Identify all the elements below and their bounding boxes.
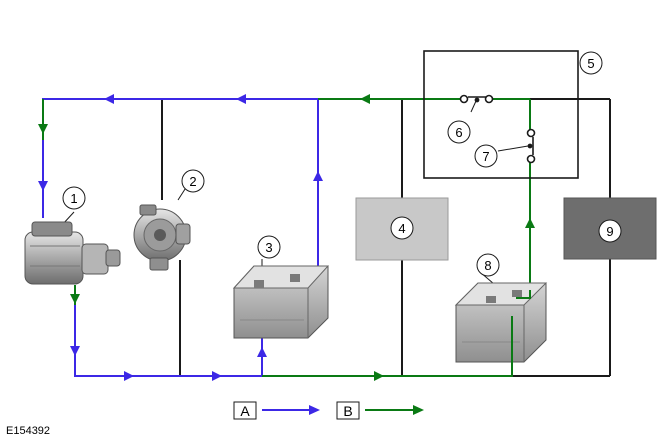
callout-3: 3: [257, 235, 281, 259]
starter-motor-image: [24, 221, 121, 285]
callout-6: 6: [447, 120, 471, 144]
legend-b: B: [336, 401, 424, 420]
legend-a-label: A: [240, 403, 250, 419]
relay-contact-7: [526, 128, 536, 164]
callout-3-label: 3: [265, 240, 272, 255]
legend-a: A: [233, 401, 320, 420]
battery-3-image: [232, 265, 330, 339]
battery-8-image: [454, 282, 548, 363]
battery-8-feed-top: [516, 290, 531, 299]
callouts: 1 2 3 4 5 6 7 8: [62, 51, 622, 277]
callout-7-label: 7: [482, 149, 489, 164]
callout-2-label: 2: [189, 174, 196, 189]
figure-reference-id: E154392: [6, 425, 50, 437]
legend-b-label: B: [343, 403, 352, 419]
callout-8: 8: [476, 253, 500, 277]
callout-1-label: 1: [70, 191, 77, 206]
callout-4: 4: [390, 216, 414, 240]
callout-9: 9: [598, 219, 622, 243]
callout-6-label: 6: [455, 125, 462, 140]
callout-5: 5: [579, 51, 603, 75]
control-module-box: [423, 50, 579, 179]
callout-5-label: 5: [587, 56, 594, 71]
callout-9-label: 9: [606, 224, 613, 239]
alternator-image: [133, 204, 191, 271]
flow-b-arrows: [38, 94, 535, 381]
callout-4-label: 4: [398, 221, 405, 236]
flow-a-arrows: [38, 94, 323, 381]
callout-1: 1: [62, 186, 86, 210]
callout-2: 2: [181, 169, 205, 193]
legend: A B: [233, 401, 424, 420]
callout-7: 7: [474, 144, 498, 168]
callout-8-label: 8: [484, 258, 491, 273]
relay-contact-6: [459, 94, 494, 104]
